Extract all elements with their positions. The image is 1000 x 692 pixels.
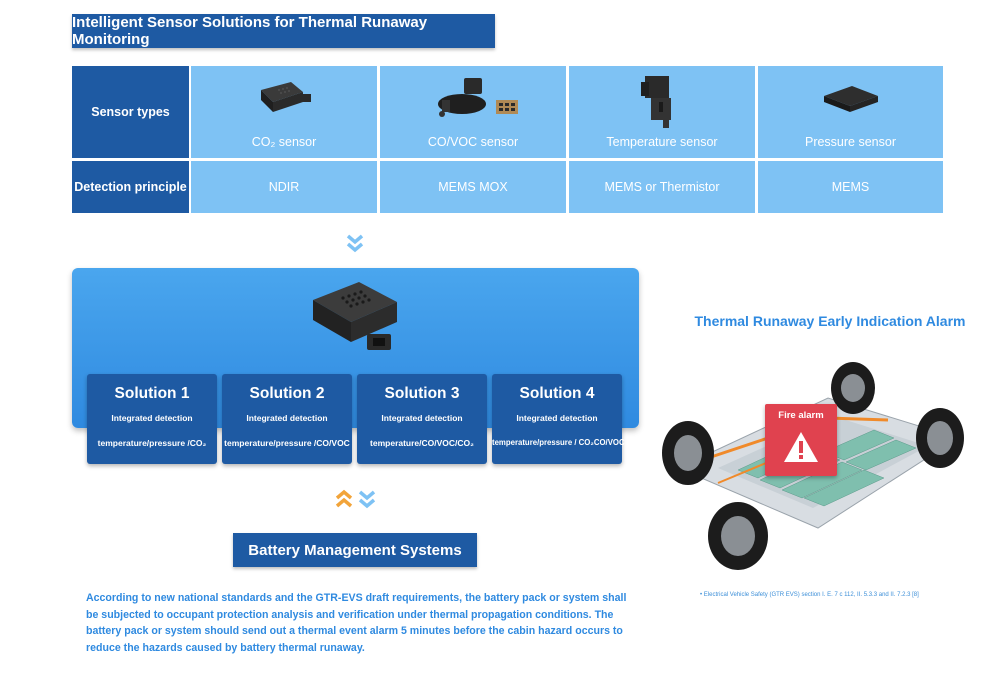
principle-cell: NDIR [191, 161, 377, 213]
integrated-sensor-module-icon [313, 282, 397, 350]
sensor-name: Temperature sensor [606, 135, 718, 149]
sensor-cell-temperature: Temperature sensor [569, 66, 755, 158]
solution-title: Solution 3 [384, 385, 460, 402]
warning-triangle-icon [784, 432, 818, 462]
solution-detail: Integrated detection [111, 413, 193, 423]
principle-cell: MEMS or Thermistor [569, 161, 755, 213]
solution-card-1[interactable]: Solution 1 Integrated detection temperat… [87, 374, 217, 464]
solution-title: Solution 4 [519, 385, 595, 402]
solution-detail: Integrated detection [246, 413, 328, 423]
principle-cell: MEMS MOX [380, 161, 566, 213]
sensor-types-label: Sensor types [72, 66, 189, 158]
solution-card-4[interactable]: Solution 4 Integrated detection temperat… [492, 374, 625, 464]
sensor-name: CO₂ sensor [251, 135, 317, 149]
chevron-down-icon [358, 490, 376, 509]
page-title: Intelligent Sensor Solutions for Thermal… [72, 14, 495, 48]
solution-detail: temperature/pressure /CO₂ [97, 438, 207, 448]
principle-cell: MEMS [758, 161, 943, 213]
sensor-name: CO/VOC sensor [427, 135, 519, 149]
detection-principle-label: Detection principle [72, 161, 189, 213]
sensor-cell-pressure: Pressure sensor [758, 66, 943, 158]
pressure-sensor-icon [824, 86, 878, 112]
sensor-cell-co2: CO₂ sensor [191, 66, 377, 158]
solution-detail: Integrated detection [516, 413, 598, 423]
solution-detail: temperature/pressure /CO/VOC [224, 438, 350, 448]
sensor-table: Sensor types Detection principle CO₂ sen… [72, 66, 943, 213]
solution-detail: temperature/CO/VOC/CO₂ [370, 438, 474, 448]
solution-card-3[interactable]: Solution 3 Integrated detection temperat… [357, 374, 487, 464]
solution-detail: temperature/pressure / CO₂CO/VOC [492, 438, 625, 447]
solution-title: Solution 1 [114, 385, 190, 402]
co2-sensor-icon [261, 82, 311, 112]
footnote: • Electrical Vehicle Safety (GTR EVS) se… [700, 592, 919, 598]
solution-detail: Integrated detection [381, 413, 463, 423]
chevron-up-icon [335, 489, 353, 508]
fire-alarm-label: Fire alarm [778, 410, 824, 421]
temperature-sensor-icon [641, 76, 671, 128]
description-paragraph: According to new national standards and … [86, 592, 627, 654]
sensor-cell-co-voc: CO/VOC sensor [380, 66, 566, 158]
co-voc-sensor-icon [438, 78, 518, 117]
fire-alarm-badge: Fire alarm [765, 404, 837, 476]
bms-badge: Battery Management Systems [233, 533, 477, 567]
chevron-down-icon [346, 234, 364, 253]
sensor-name: Pressure sensor [804, 135, 896, 149]
solution-title: Solution 2 [249, 385, 325, 402]
solution-card-2[interactable]: Solution 2 Integrated detection temperat… [222, 374, 352, 464]
alarm-title: Thermal Runaway Early Indication Alarm [694, 313, 966, 329]
